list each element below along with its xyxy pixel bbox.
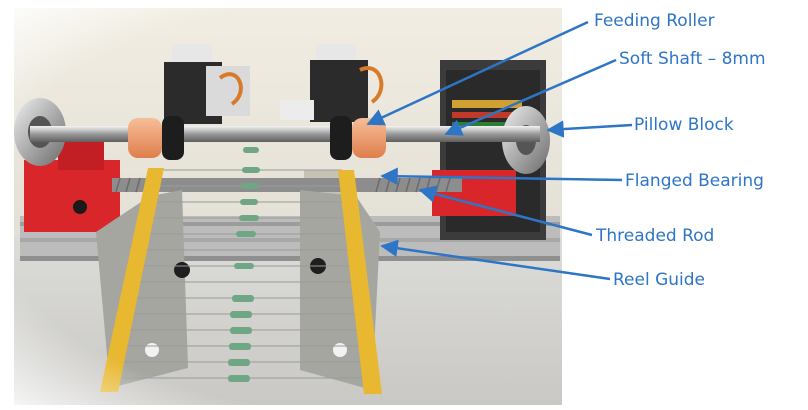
callout-arrows (366, 20, 633, 281)
label-soft-shaft: Soft Shaft – 8mm (619, 49, 766, 69)
arrow-reel-guide (380, 239, 611, 281)
arrow-pillow-block (546, 120, 633, 138)
label-reel-guide: Reel Guide (613, 270, 706, 290)
arrow-feeding-roller (366, 20, 589, 126)
arrow-soft-shaft (444, 58, 617, 136)
label-flanged-bearing: Flanged Bearing (625, 171, 764, 191)
arrow-flanged-bearing (380, 167, 623, 186)
label-pillow-block: Pillow Block (634, 115, 734, 135)
label-threaded-rod: Threaded Rod (596, 226, 715, 246)
arrow-threaded-rod (418, 185, 593, 237)
label-feeding-roller: Feeding Roller (594, 11, 715, 31)
